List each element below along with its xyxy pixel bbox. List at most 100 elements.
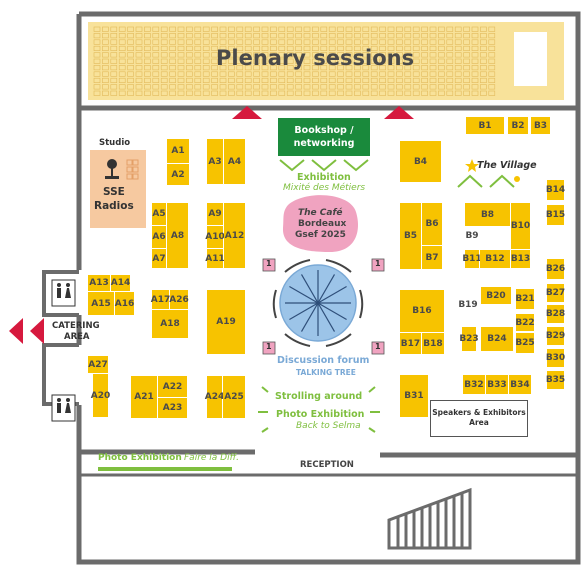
booth-a2[interactable]: A2 [167, 164, 189, 185]
booth-b3[interactable]: B3 [531, 117, 550, 134]
plenary-seat [144, 65, 151, 71]
booth-a14[interactable]: A14 [111, 275, 130, 291]
booth-b4[interactable]: B4 [400, 141, 441, 182]
booth-b20[interactable]: B20 [481, 287, 511, 304]
plenary-seat [488, 33, 496, 39]
cafe-area[interactable] [282, 195, 359, 252]
booth-a16[interactable]: A16 [115, 292, 134, 315]
booth-a24[interactable]: A24 [205, 376, 224, 418]
studio-sse: SSE [103, 186, 125, 198]
booth-b7[interactable]: B7 [422, 246, 442, 269]
booth-b26[interactable]: B26 [546, 259, 565, 279]
booth-b30[interactable]: B30 [546, 349, 565, 367]
plenary-seat [312, 84, 319, 90]
booth-a1[interactable]: A1 [167, 139, 189, 163]
booth-a6[interactable]: A6 [152, 226, 166, 248]
booth-a18[interactable]: A18 [152, 310, 188, 338]
booth-b10[interactable]: B10 [511, 203, 530, 249]
booth-a13[interactable]: A13 [88, 275, 110, 291]
booth-a21[interactable]: A21 [131, 376, 157, 418]
studio-area[interactable] [90, 150, 146, 228]
plenary-seat [320, 26, 328, 32]
booth-b33[interactable]: B33 [486, 375, 508, 394]
bookshop-line2: networking [293, 138, 355, 149]
plenary-seat [471, 39, 479, 45]
plenary-seat [118, 45, 126, 52]
plenary-seat [387, 90, 395, 96]
booth-b8[interactable]: B8 [465, 203, 510, 226]
plenary-seat [463, 45, 470, 52]
booth-a3[interactable]: A3 [207, 139, 223, 184]
booth-b16[interactable]: B16 [400, 290, 444, 332]
booth-b27[interactable]: B27 [546, 284, 565, 302]
booth-a22[interactable]: A22 [158, 376, 187, 397]
booth-a17[interactable]: A17 [151, 290, 170, 309]
booth-a10[interactable]: A10 [205, 226, 225, 248]
plenary-seat [202, 65, 210, 71]
plenary-seat [186, 71, 193, 77]
booth-a7[interactable]: A7 [152, 249, 166, 268]
plenary-seat [295, 71, 302, 77]
booth-b32[interactable]: B32 [463, 375, 485, 394]
plenary-seat [438, 45, 445, 52]
booth-b25[interactable]: B25 [515, 333, 535, 353]
booth-b15[interactable]: B15 [546, 205, 565, 225]
plenary-seat [412, 58, 420, 64]
plenary-seat [202, 58, 210, 64]
plenary-seat [379, 65, 386, 71]
photo-selma-subtitle: Back to Selma [296, 421, 361, 431]
booth-a15[interactable]: A15 [88, 292, 114, 315]
booth-b31[interactable]: B31 [400, 375, 428, 417]
booth-b6[interactable]: B6 [422, 203, 442, 245]
booth-a5[interactable]: A5 [152, 203, 166, 225]
booth-b9[interactable]: B9 [465, 231, 479, 241]
booth-b24[interactable]: B24 [481, 327, 513, 351]
booth-a9[interactable]: A9 [207, 203, 223, 225]
plenary-seat [135, 77, 143, 83]
plenary-seat [463, 26, 470, 32]
plenary-seat [236, 65, 244, 71]
booth-a25[interactable]: A25 [223, 376, 245, 418]
booth-a11[interactable]: A11 [205, 249, 225, 268]
booth-b11[interactable]: B11 [462, 250, 482, 268]
booth-b21[interactable]: B21 [515, 289, 535, 309]
bookshop-networking[interactable]: Bookshop / networking [278, 118, 370, 156]
booth-b35[interactable]: B35 [546, 371, 565, 389]
booth-b34[interactable]: B34 [509, 375, 531, 394]
plenary-seat [160, 84, 168, 90]
plenary-seat [379, 84, 386, 90]
booth-b2[interactable]: B2 [508, 117, 528, 134]
plenary-seat [337, 71, 344, 77]
booth-b1[interactable]: B1 [466, 117, 504, 134]
booth-b5[interactable]: B5 [400, 203, 421, 269]
plenary-seat [102, 52, 109, 58]
booth-b23[interactable]: B23 [459, 327, 479, 351]
plenary-seat [127, 84, 134, 90]
booth-a23[interactable]: A23 [158, 398, 187, 418]
booth-a4[interactable]: A4 [224, 139, 245, 184]
booth-a8[interactable]: A8 [167, 203, 188, 268]
booth-a26[interactable]: A26 [169, 290, 189, 309]
speakers-area[interactable]: Speakers & Exhibitors Area [430, 400, 528, 437]
booth-b12[interactable]: B12 [480, 250, 510, 268]
plenary-seat [102, 90, 109, 96]
booth-a27[interactable]: A27 [88, 356, 108, 373]
booth-a19[interactable]: A19 [207, 290, 245, 354]
booth-a12[interactable]: A12 [224, 203, 245, 268]
booth-b13[interactable]: B13 [511, 250, 530, 268]
discussion-forum-tree[interactable] [279, 264, 357, 342]
booth-b28[interactable]: B28 [546, 305, 565, 323]
booth-a20[interactable]: A20 [91, 374, 110, 417]
booth-b19[interactable]: B19 [458, 299, 478, 310]
plenary-seat [412, 90, 420, 96]
plenary-seat [421, 26, 428, 32]
booth-b14[interactable]: B14 [546, 180, 565, 200]
plenary-seat [362, 45, 370, 52]
booth-b17[interactable]: B17 [400, 333, 421, 354]
booth-b18[interactable]: B18 [422, 333, 444, 354]
booth-b29[interactable]: B29 [546, 327, 565, 345]
plenary-seat [328, 65, 336, 71]
plenary-seat [404, 84, 412, 90]
plenary-seat [286, 65, 294, 71]
booth-b22[interactable]: B22 [515, 314, 535, 331]
